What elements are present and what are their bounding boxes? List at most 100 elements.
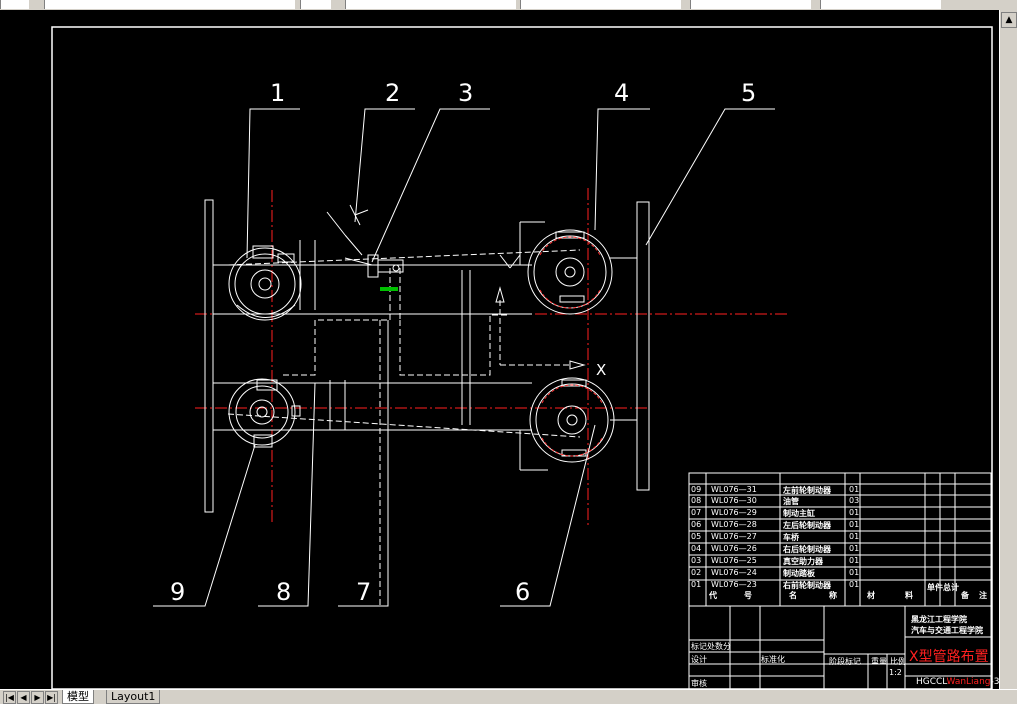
front-left-brake bbox=[228, 245, 302, 321]
direction-arrows bbox=[495, 254, 586, 370]
part-code: WL076—29 bbox=[711, 508, 757, 517]
prev-tab-icon[interactable]: ◀ bbox=[17, 691, 30, 704]
callout-6: 6 bbox=[515, 578, 530, 606]
part-name: 车桥 bbox=[783, 533, 799, 542]
master-cylinder bbox=[367, 254, 404, 278]
brake-pipes bbox=[227, 249, 581, 605]
tab-model[interactable]: 模型 bbox=[62, 690, 94, 704]
right-front-brake-shoes bbox=[539, 236, 601, 309]
scroll-up-button[interactable]: ▲ bbox=[1001, 12, 1017, 28]
part-number: 06 bbox=[691, 520, 702, 529]
next-tab-icon[interactable]: ▶ bbox=[31, 691, 44, 704]
part-qty: 01 bbox=[849, 580, 860, 589]
brake-pedal bbox=[326, 204, 373, 266]
toolbar-field[interactable] bbox=[44, 0, 295, 9]
part-qty: 01 bbox=[849, 508, 860, 517]
leader-lines bbox=[153, 108, 775, 607]
part-code: WL076—24 bbox=[711, 568, 757, 577]
callout-8: 8 bbox=[276, 578, 291, 606]
parts-list-header: 代 号 名 称 材 料 单件 总计 备 注 bbox=[689, 582, 991, 606]
axis-x-label: X bbox=[596, 361, 606, 379]
callout-4: 4 bbox=[614, 79, 629, 107]
part-name: 制动主缸 bbox=[783, 509, 815, 518]
callout-1: 1 bbox=[270, 79, 285, 107]
parts-list-row: 08 WL076—30 油管 03 bbox=[689, 496, 991, 507]
rear-left-brake bbox=[228, 378, 301, 448]
part-code: WL076—27 bbox=[711, 532, 757, 541]
toolbar-field[interactable] bbox=[820, 0, 941, 9]
part-number: 08 bbox=[691, 496, 702, 505]
part-code: WL076—26 bbox=[711, 544, 757, 553]
hdr-mat2: 料 bbox=[905, 591, 913, 600]
callout-5: 5 bbox=[741, 79, 756, 107]
part-number: 07 bbox=[691, 508, 702, 517]
part-qty: 03 bbox=[849, 496, 860, 505]
hdr-code1: 代 bbox=[709, 591, 717, 600]
parts-list-row: 02 WL076—24 制动踏板 01 bbox=[689, 568, 991, 579]
weight-label: 重量 bbox=[871, 657, 887, 666]
title-block-text: 黑龙江工程学院 汽车与交通工程学院 标记处数分 设计 标准化 审核 阶段标记 重… bbox=[689, 606, 999, 690]
parts-list-row: 07 WL076—29 制动主缸 01 bbox=[689, 508, 991, 519]
cad-drawing: X bbox=[51, 26, 993, 691]
toolbar-field[interactable] bbox=[0, 0, 29, 9]
part-qty: 01 bbox=[849, 520, 860, 529]
tab-layout1[interactable]: Layout1 bbox=[106, 690, 161, 704]
scale-label: 比例 bbox=[890, 657, 906, 666]
title-block bbox=[688, 605, 992, 691]
part-qty: 01 bbox=[849, 544, 860, 553]
last-tab-icon[interactable]: ▶| bbox=[45, 691, 58, 704]
standardization-label: 标准化 bbox=[761, 655, 785, 664]
toolbar-field[interactable] bbox=[345, 0, 516, 9]
hdr-unit: 单件 bbox=[927, 583, 943, 592]
part-qty: 01 bbox=[849, 556, 860, 565]
centerlines bbox=[195, 188, 790, 525]
part-number: 04 bbox=[691, 544, 702, 553]
part-name: 油管 bbox=[783, 497, 799, 506]
first-tab-icon[interactable]: |◀ bbox=[3, 691, 16, 704]
part-code: WL076—23 bbox=[711, 580, 757, 589]
right-rear-brake bbox=[529, 377, 615, 463]
toolbar-field[interactable] bbox=[520, 0, 681, 9]
layout-tab-bar: |◀ ◀ ▶ ▶| 模型 Layout1 bbox=[0, 689, 1017, 704]
part-number: 05 bbox=[691, 532, 702, 541]
hdr-mat1: 材 bbox=[867, 591, 875, 600]
toolbar-field[interactable] bbox=[300, 0, 331, 9]
part-number: 09 bbox=[691, 485, 702, 494]
review-label: 审核 bbox=[691, 679, 707, 688]
master-cylinder-accent bbox=[380, 287, 398, 291]
part-qty: 01 bbox=[849, 568, 860, 577]
department-name: 汽车与交通工程学院 bbox=[911, 626, 983, 635]
part-code: WL076—30 bbox=[711, 496, 757, 505]
part-name: 右前轮制动器 bbox=[783, 581, 831, 590]
vertical-scrollbar[interactable]: ▲ bbox=[999, 10, 1017, 696]
callout-9: 9 bbox=[170, 578, 185, 606]
scale-value: 1:2 bbox=[889, 668, 902, 677]
design-label: 设计 bbox=[691, 655, 707, 664]
part-name: 制动踏板 bbox=[783, 569, 815, 578]
part-qty: 01 bbox=[849, 485, 860, 494]
drawing-title: X型管路布置 bbox=[909, 649, 989, 665]
right-front-brake bbox=[527, 229, 613, 315]
hdr-total: 总计 bbox=[943, 583, 959, 592]
stage-label: 阶段标记 bbox=[829, 657, 861, 666]
part-qty: 01 bbox=[849, 532, 860, 541]
toolbar-field[interactable] bbox=[690, 0, 811, 9]
hdr-code2: 号 bbox=[744, 591, 752, 600]
school-name: 黑龙江工程学院 bbox=[911, 615, 967, 624]
callout-3: 3 bbox=[458, 79, 473, 107]
parts-list-row: 05 WL076—27 车桥 01 bbox=[689, 532, 991, 543]
drawing-canvas[interactable]: X bbox=[0, 10, 1000, 691]
top-toolbar bbox=[0, 0, 1017, 10]
part-code: WL076—28 bbox=[711, 520, 757, 529]
part-number: 02 bbox=[691, 568, 702, 577]
part-name: 真空助力器 bbox=[783, 557, 823, 566]
hdr-name1: 名 bbox=[789, 591, 797, 600]
hdr-remark1: 备 bbox=[961, 591, 969, 600]
callout-numbers: 1 2 3 4 5 6 7 8 9 bbox=[170, 79, 756, 606]
part-name: 左前轮制动器 bbox=[783, 486, 831, 495]
